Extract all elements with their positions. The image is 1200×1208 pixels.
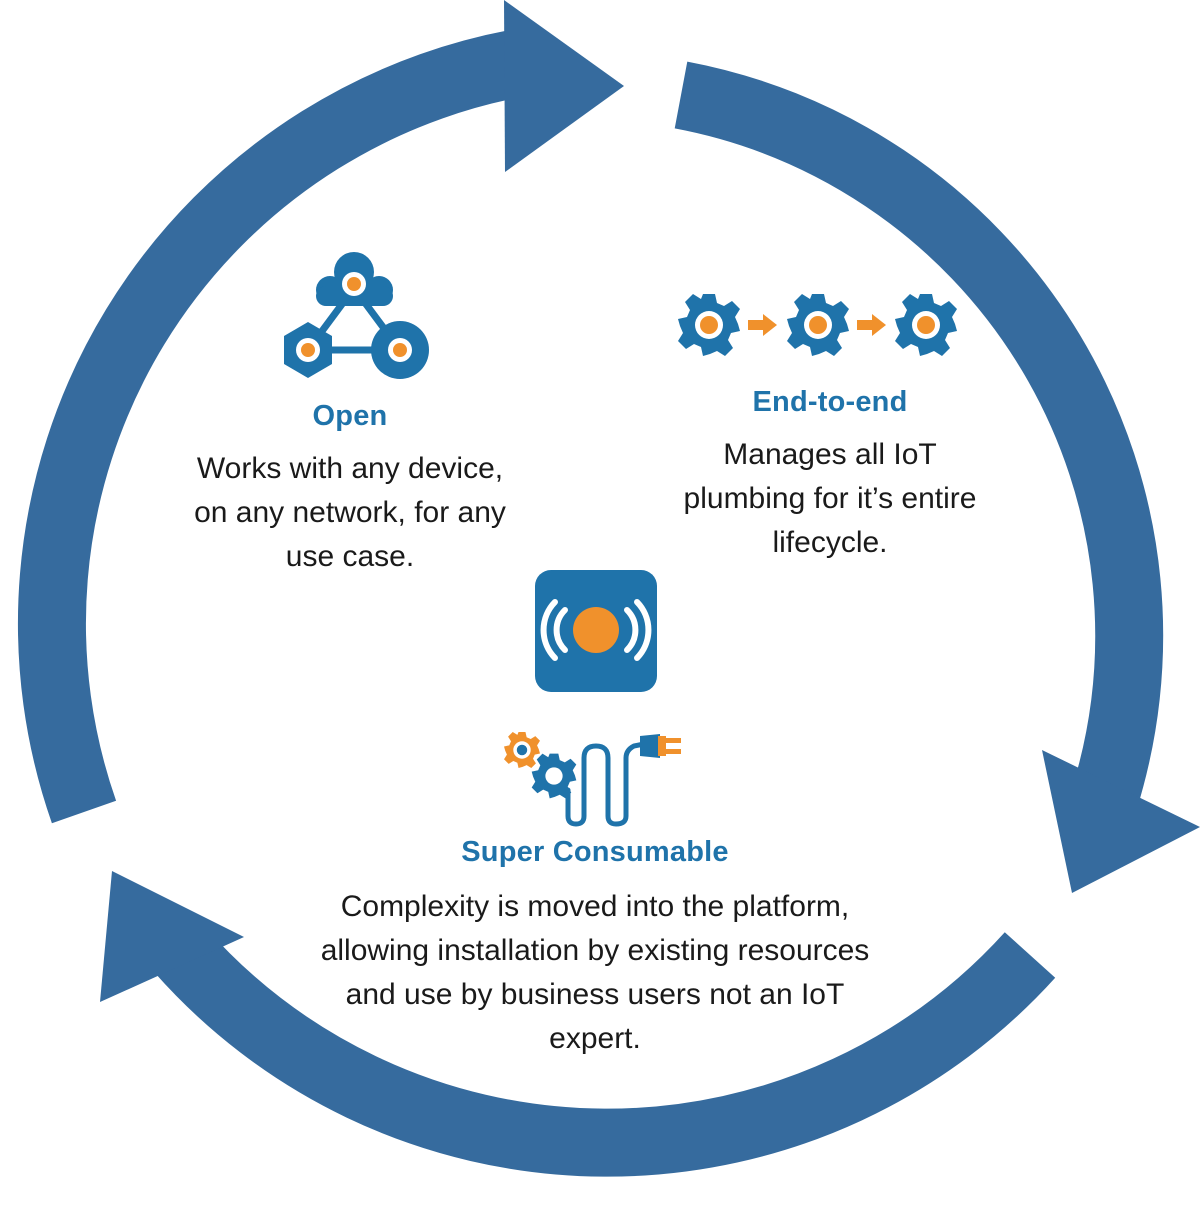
open-section: Open Works with any device, on any netwo… xyxy=(150,400,550,579)
super-consumable-title: Super Consumable xyxy=(461,836,729,868)
end-to-end-title: End-to-end xyxy=(752,386,908,418)
open-description: Works with any device, on any network, f… xyxy=(150,447,550,579)
arc-bottom xyxy=(154,927,1056,1177)
broadcast-logo-icon xyxy=(535,570,657,692)
super-consumable-description: Complexity is moved into the platform, a… xyxy=(260,885,930,1061)
cable xyxy=(565,741,647,827)
cloud-network-icon xyxy=(284,252,429,379)
gear-icon xyxy=(531,753,577,799)
arc-top-left xyxy=(17,25,548,824)
open-line: use case. xyxy=(285,540,415,573)
super-consumable-line: and use by business users not an IoT xyxy=(345,978,845,1011)
arrow-right-icon xyxy=(857,314,886,336)
plug-icon xyxy=(640,734,681,758)
open-line: Works with any device, xyxy=(196,452,504,485)
gear-icon xyxy=(504,732,540,768)
open-line: on any network, for any xyxy=(194,496,506,529)
gear-icon xyxy=(895,294,957,356)
gear-icon xyxy=(787,294,849,356)
gear-chain-icon xyxy=(678,294,957,356)
end-to-end-line: lifecycle. xyxy=(772,526,888,559)
right-arrow xyxy=(1042,750,1200,893)
super-consumable-section: Super Consumable Complexity is moved int… xyxy=(260,836,930,1061)
super-consumable-line: Complexity is moved into the platform, xyxy=(340,890,850,923)
gear-icon xyxy=(678,294,740,356)
end-to-end-line: plumbing for it’s entire xyxy=(683,482,977,515)
arc-right xyxy=(674,61,1164,811)
end-to-end-section: End-to-end Manages all IoT plumbing for … xyxy=(630,386,1030,565)
end-to-end-line: Manages all IoT xyxy=(723,438,937,471)
open-title: Open xyxy=(312,400,388,432)
super-consumable-line: expert. xyxy=(549,1022,641,1055)
arrow-right-icon xyxy=(748,314,777,336)
gears-plug-icon xyxy=(504,732,681,827)
bottom-arrow xyxy=(100,871,244,1002)
top-left-arrow xyxy=(504,0,624,172)
end-to-end-description: Manages all IoT plumbing for it’s entire… xyxy=(630,433,1030,565)
super-consumable-line: allowing installation by existing resour… xyxy=(320,934,870,967)
